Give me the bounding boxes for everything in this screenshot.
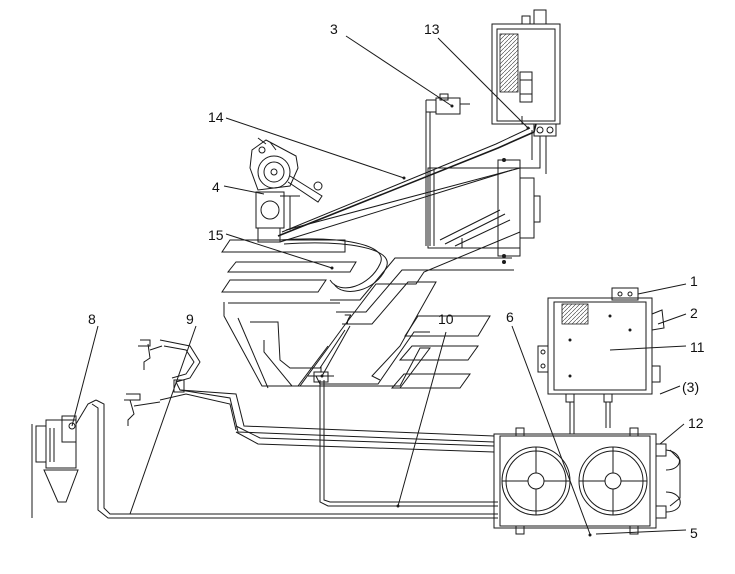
callout-labels: 3 13 14 4 15 1 2 11 (3) 12 5 6 7 10 8 9 — [88, 21, 705, 541]
evaporator-unit — [427, 158, 541, 264]
cab-frame — [221, 231, 521, 389]
callout-9: 7 — [344, 311, 352, 327]
engine-compressor — [31, 399, 97, 518]
callout-6: 6 — [506, 309, 514, 325]
callout-2: 2 — [690, 305, 698, 321]
callout-5: 5 — [690, 525, 698, 541]
top-tank — [491, 9, 561, 137]
suction-discharge-hoses — [277, 123, 547, 292]
callout-11: 9 — [186, 311, 194, 327]
callout-4: 4 — [212, 179, 220, 195]
callout-1: 1 — [690, 273, 698, 289]
condenser-unit — [493, 427, 681, 537]
callout-15: 15 — [208, 227, 224, 243]
callout-3-paren: (3) — [682, 379, 699, 395]
callout-8: 12 — [688, 415, 704, 431]
callout-13: 13 — [424, 21, 440, 37]
leader-lines — [71, 35, 687, 535]
callout-12: 10 — [438, 311, 454, 327]
callout-14: 14 — [208, 109, 224, 125]
left-hoses — [91, 339, 498, 519]
callout-3: 3 — [330, 21, 338, 37]
callout-10: 8 — [88, 311, 96, 327]
control-box — [537, 287, 665, 403]
compressor — [249, 137, 323, 243]
expansion-valve — [425, 93, 470, 246]
callout-7: 11 — [690, 339, 705, 355]
condenser-pipes — [569, 402, 611, 434]
